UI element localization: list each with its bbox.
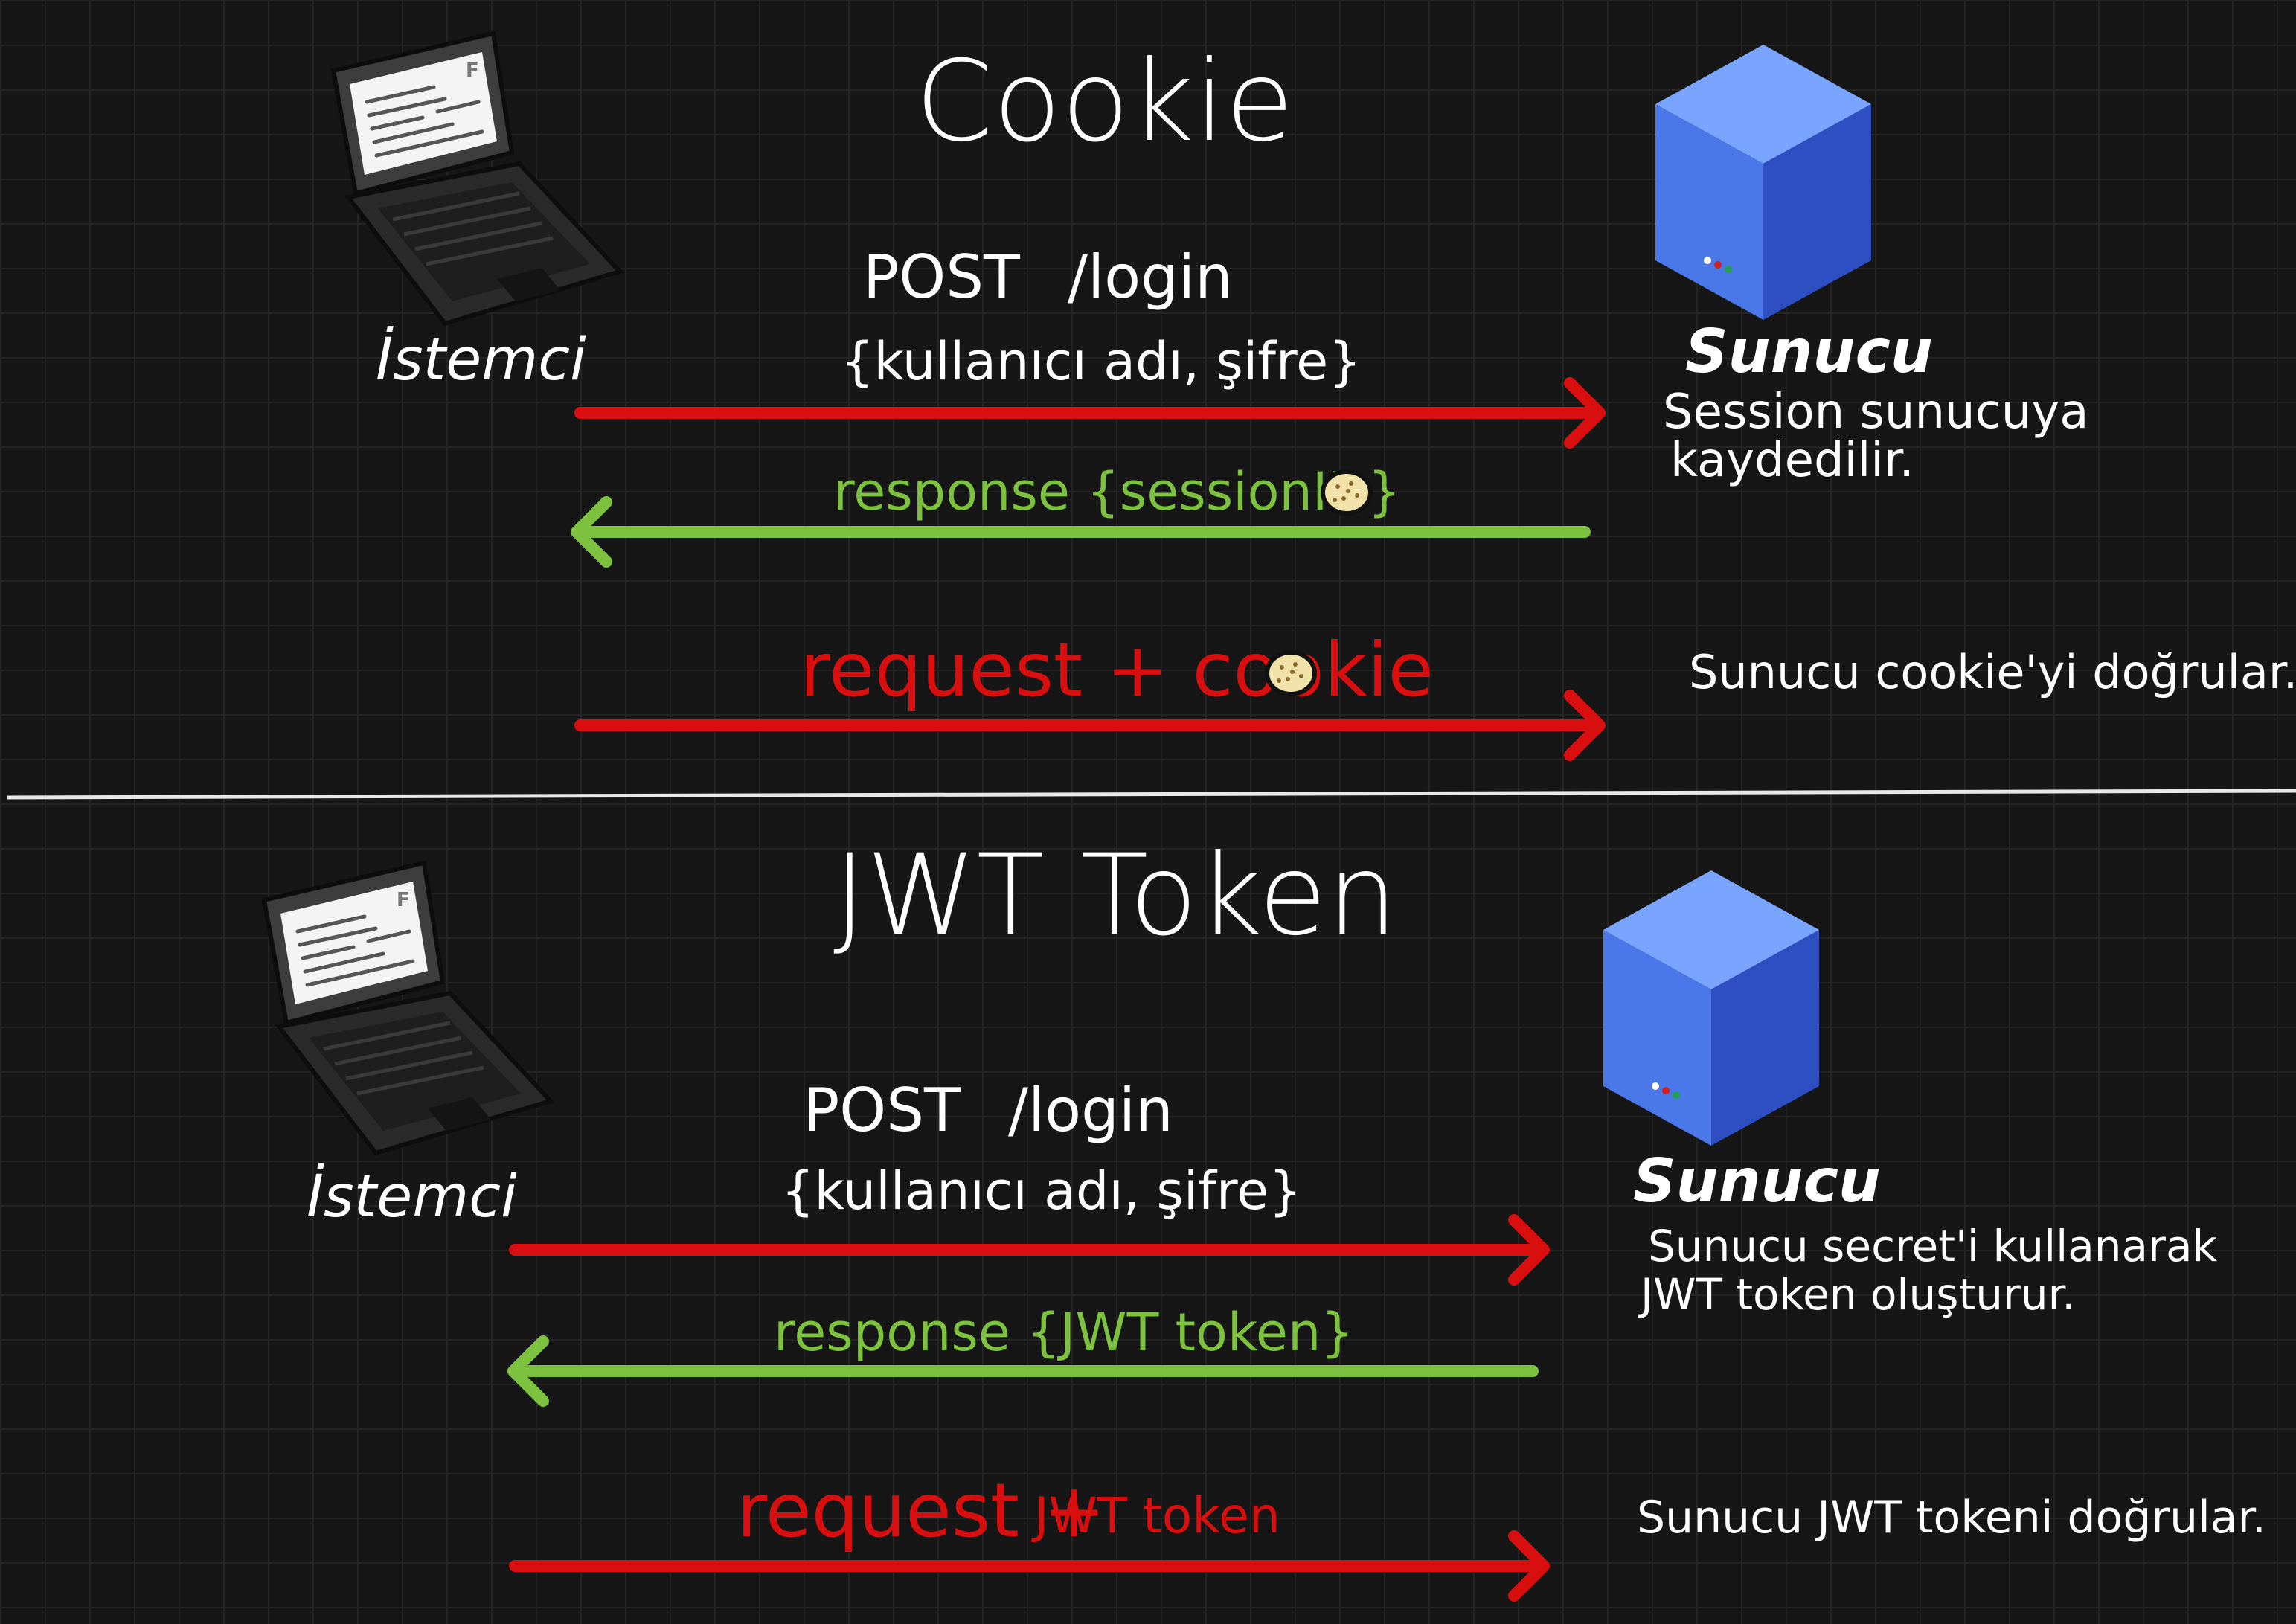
server-cube-icon	[1655, 45, 1871, 320]
client-label: İstemci	[307, 1163, 517, 1230]
server-label: Sunucu	[1685, 317, 1933, 386]
request-arrow	[509, 1214, 1550, 1286]
server-note-line-2: JWT token oluşturur.	[1638, 1269, 2076, 1320]
cookie-section: Cookie İstemci Sunucu Session sunucuya k…	[333, 33, 2296, 761]
step2-label: response {sessionID}	[833, 461, 1401, 522]
laptop-icon	[264, 863, 551, 1153]
cookie-icon	[1267, 652, 1315, 694]
section-divider	[7, 789, 2296, 800]
response-arrow	[507, 1335, 1539, 1407]
server-note-line-1: Session sunucuya	[1663, 385, 2088, 440]
laptop-icon	[333, 33, 620, 324]
step1-body: {kullanıcı adı, şifre}	[841, 331, 1362, 392]
server-note-line-1: Sunucu secret'i kullanarak	[1648, 1221, 2217, 1271]
step2-label: response {JWT token}	[774, 1302, 1354, 1363]
step1-path: /login	[1008, 1076, 1173, 1145]
cookie-icon	[1323, 472, 1370, 513]
step3-label-suffix: JWT token	[1031, 1487, 1280, 1544]
step3-note: Sunucu cookie'yi doğrular.	[1689, 645, 2296, 699]
step1-method: POST	[863, 243, 1021, 312]
section-title: Cookie	[915, 37, 1294, 167]
server-label: Sunucu	[1633, 1146, 1881, 1216]
section-title: JWT Token	[833, 831, 1398, 960]
step3-label-prefix: request +	[737, 1467, 1106, 1554]
step1-method: POST	[804, 1076, 961, 1145]
step3-label: request + cookie	[800, 626, 1434, 713]
step1-body: {kullanıcı adı, şifre}	[781, 1161, 1302, 1222]
server-note-line-2: kaydedilir.	[1670, 433, 1914, 488]
request-arrow	[574, 690, 1606, 761]
server-cube-icon	[1603, 870, 1819, 1146]
step3-note: Sunucu JWT tokeni doğrular.	[1637, 1492, 2266, 1544]
step1-path: /login	[1068, 243, 1233, 312]
request-arrow	[574, 377, 1606, 449]
jwt-section: JWT Token İstemci Sunucu Sunucu secret'i…	[264, 831, 2266, 1602]
request-arrow	[509, 1530, 1550, 1602]
response-arrow	[571, 496, 1591, 568]
client-label: İstemci	[376, 326, 586, 394]
